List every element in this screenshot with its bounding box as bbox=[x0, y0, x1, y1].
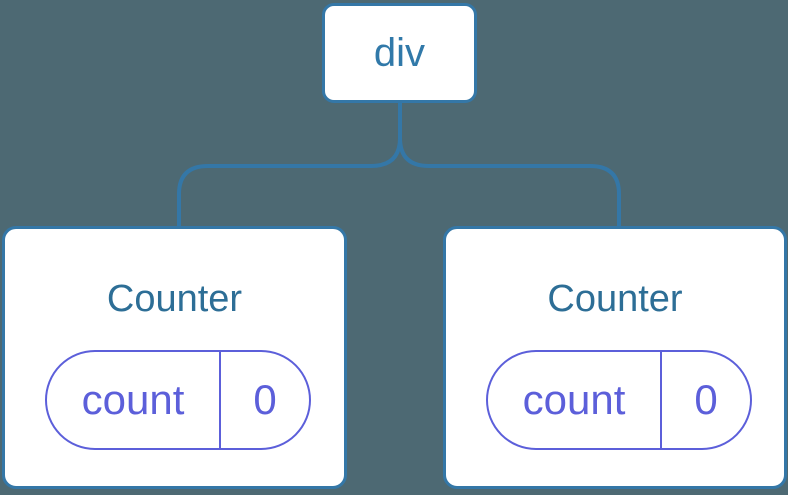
state-pill: count 0 bbox=[486, 350, 752, 450]
root-node-label: div bbox=[373, 31, 426, 75]
state-value: 0 bbox=[219, 352, 309, 448]
tree-node-counter-1: Counter count 0 bbox=[2, 226, 347, 489]
tree-node-counter-2: Counter count 0 bbox=[443, 226, 787, 489]
component-name: Counter bbox=[547, 278, 683, 320]
state-pill: count 0 bbox=[45, 350, 311, 450]
edge-root-to-right-counter bbox=[398, 101, 621, 227]
state-key: count bbox=[522, 376, 626, 423]
component-name: Counter bbox=[106, 278, 243, 320]
edge-root-to-left-counter bbox=[177, 101, 402, 227]
state-value: 0 bbox=[660, 352, 750, 448]
tree-node-root: div bbox=[322, 3, 477, 103]
state-key: count bbox=[81, 376, 185, 423]
